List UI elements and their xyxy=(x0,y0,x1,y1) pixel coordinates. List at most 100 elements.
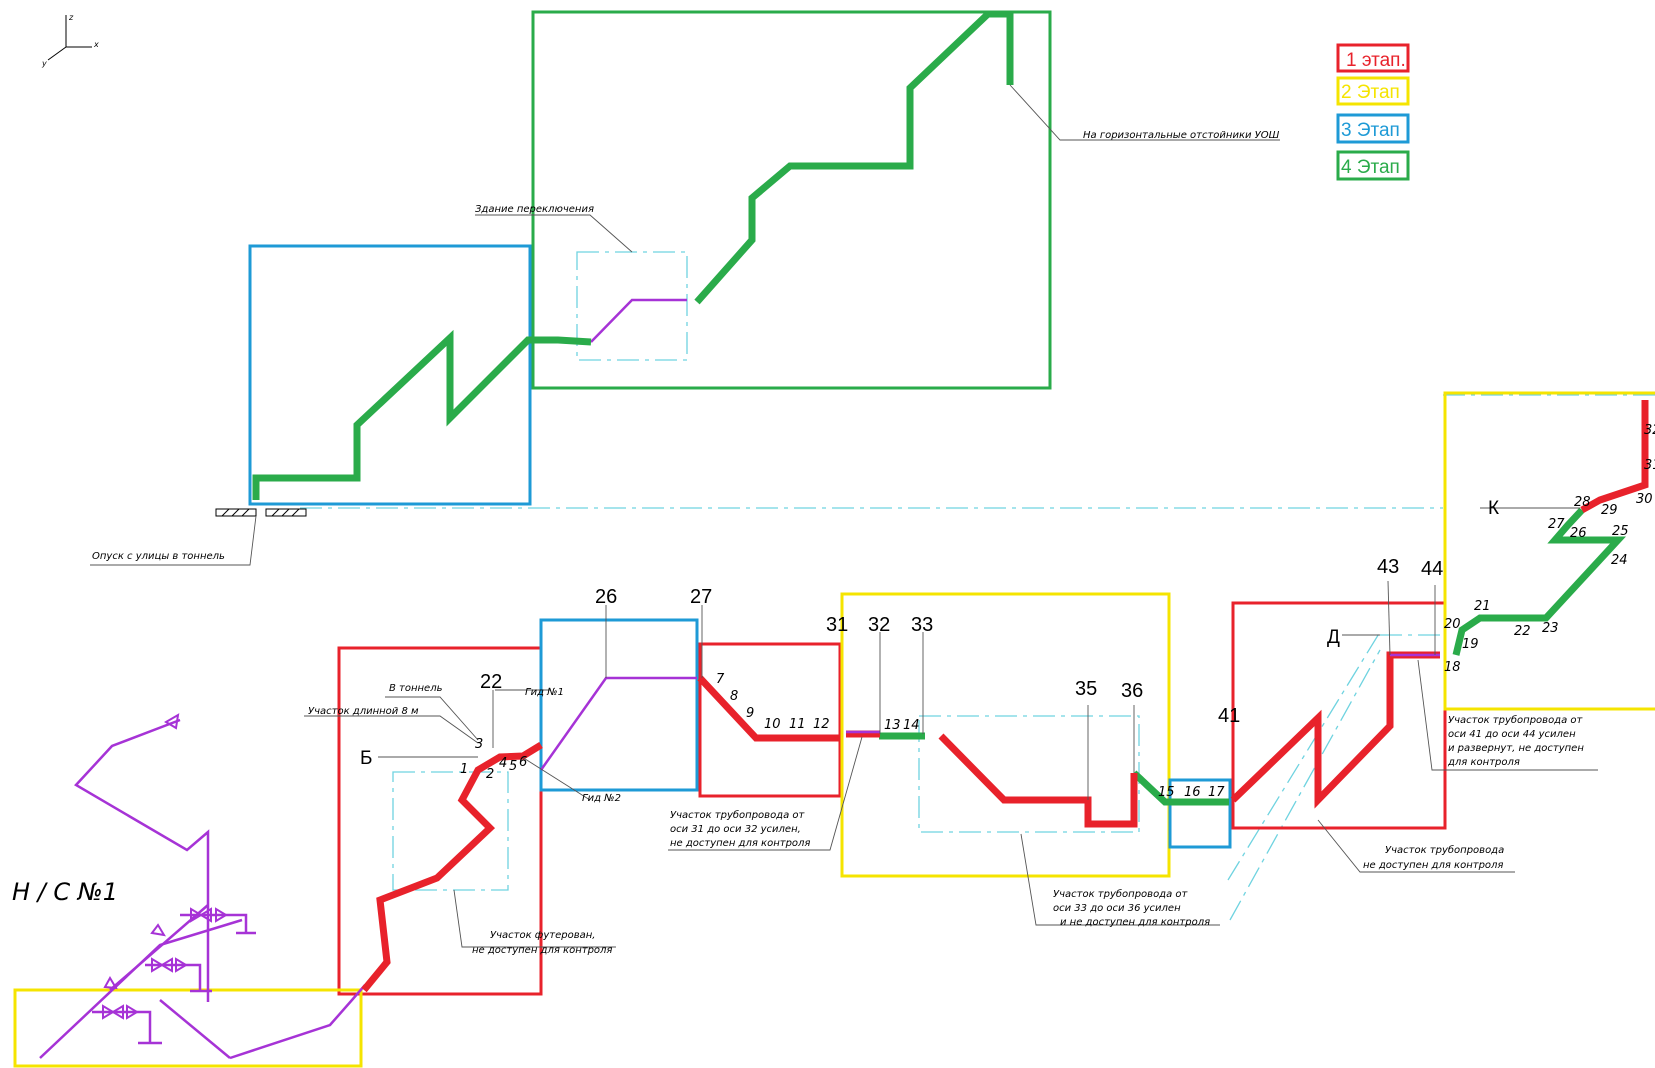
point-num-27: 27 xyxy=(1548,517,1565,532)
point-num-8: 8 xyxy=(730,689,738,704)
frame-blue-15-17 xyxy=(1168,778,1232,849)
point-num-5: 5 xyxy=(509,759,517,774)
frame-red-41-44 xyxy=(1231,601,1447,830)
stage-frames xyxy=(13,10,1655,1068)
point-num-20: 20 xyxy=(1444,617,1461,632)
note-s41-44-4: для контроля xyxy=(1447,757,1520,768)
point-num-10: 10 xyxy=(764,717,781,732)
frame-yellow-bottom xyxy=(13,988,363,1068)
point-num-26: 26 xyxy=(1570,526,1587,541)
point-num-11: 11 xyxy=(789,717,806,732)
note-to-tunnel: В тоннель xyxy=(389,683,443,694)
leader-lines xyxy=(90,84,1598,948)
point-num-30: 30 xyxy=(1636,492,1653,507)
axis-num-36: 36 xyxy=(1121,680,1143,702)
note-s33-36-3: и не доступен для контроля xyxy=(1060,917,1210,928)
legend-label-stage3: 3 Этап xyxy=(1341,120,1400,141)
frame-red-27-31 xyxy=(698,642,842,798)
point-numbers: 1 2 3 4 5 6 7 8 9 10 11 12 13 14 15 16 1… xyxy=(460,423,1655,800)
section-mark-k: К xyxy=(1488,498,1499,519)
switch-building-outline xyxy=(576,251,688,361)
point-num-3: 3 xyxy=(475,737,483,752)
point-num-7: 7 xyxy=(716,672,725,687)
legend-label-stage1: 1 этап. xyxy=(1346,50,1406,71)
point-num-22: 22 xyxy=(1514,624,1531,639)
point-num-23: 23 xyxy=(1542,621,1559,636)
note-s31-32-2: оси 31 до оси 32 усилен, xyxy=(670,824,801,835)
axis-numbers: 22 26 27 31 32 33 35 36 41 43 44 xyxy=(480,556,1443,727)
point-num-14: 14 xyxy=(903,718,920,733)
legend: 1 этап. 2 Этап 3 Этап 4 Этап xyxy=(1336,43,1410,181)
axis-num-27: 27 xyxy=(690,586,712,608)
point-num-31: 31 xyxy=(1644,458,1655,473)
point-num-9: 9 xyxy=(746,706,754,721)
legend-box-stage3 xyxy=(1336,113,1410,144)
legend-label-stage4: 4 Этап xyxy=(1341,157,1400,178)
axis-num-33: 33 xyxy=(911,614,933,636)
legend-box-stage4 xyxy=(1336,150,1410,181)
axis-indicator xyxy=(47,15,92,61)
point-num-21: 21 xyxy=(1474,599,1491,614)
note-s41-44-2: оси 41 до оси 44 усилен xyxy=(1448,729,1576,740)
note-s33-36-1: Участок трубопровода от xyxy=(1053,888,1189,900)
point-num-25: 25 xyxy=(1612,524,1629,539)
point-num-12: 12 xyxy=(813,717,830,732)
note-horizontal-settlers: На горизонтальные отстойники УОШ xyxy=(1083,130,1280,141)
axis-label-z: z xyxy=(68,13,74,22)
axis-num-43: 43 xyxy=(1377,556,1399,578)
axis-num-32: 32 xyxy=(868,614,890,636)
point-num-24: 24 xyxy=(1611,553,1628,568)
axis-label-x: x xyxy=(93,40,99,49)
point-num-28: 28 xyxy=(1574,495,1591,510)
frame-blue-26-27 xyxy=(539,618,699,792)
point-num-17: 17 xyxy=(1208,785,1225,800)
note-lined-2: не доступен для контроля xyxy=(472,945,612,956)
note-s31-32-3: не доступен для контроля xyxy=(670,838,810,849)
axis-num-26: 26 xyxy=(595,586,617,608)
point-num-4: 4 xyxy=(499,756,507,771)
valve-icon xyxy=(102,713,228,1020)
note-s31-32-1: Участок трубопровода от xyxy=(670,809,806,821)
point-num-32: 32 xyxy=(1644,423,1655,438)
legend-box-stage1 xyxy=(1336,43,1410,73)
note-s33-36-2: оси 33 до оси 36 усилен xyxy=(1053,903,1181,914)
frame-green-top xyxy=(531,10,1052,390)
note-s41-44-3: и развернут, не доступен xyxy=(1448,743,1584,754)
note-descent: Опуск с улицы в тоннель xyxy=(92,551,225,562)
green-pipes xyxy=(252,10,1626,806)
note-no-access-2: не доступен для контроля xyxy=(1363,860,1503,871)
axis-label-y: y xyxy=(41,59,47,68)
frame-red-b xyxy=(337,646,543,996)
axis-num-31: 31 xyxy=(826,614,848,636)
axis-num-41: 41 xyxy=(1218,705,1240,727)
axis-num-22: 22 xyxy=(480,671,502,693)
point-num-19: 19 xyxy=(1462,637,1479,652)
note-length-8m: Участок длинной 8 м xyxy=(308,706,419,717)
frame-yellow-31-36 xyxy=(840,592,1171,878)
note-lined-1: Участок футерован, xyxy=(490,930,595,941)
point-num-18: 18 xyxy=(1444,660,1461,675)
point-num-15: 15 xyxy=(1158,785,1175,800)
section-mark-d: Д xyxy=(1327,627,1340,648)
note-switch-building: Здание переключения xyxy=(475,204,594,215)
note-gid2: Гид №2 xyxy=(582,793,621,804)
notes: На горизонтальные отстойники УОШ Здание … xyxy=(92,130,1584,956)
axis-num-35: 35 xyxy=(1075,678,1097,700)
dashed-guides xyxy=(300,251,1655,921)
frame-blue-top xyxy=(248,244,532,506)
point-num-1: 1 xyxy=(460,762,468,777)
point-num-16: 16 xyxy=(1184,785,1201,800)
legend-label-stage2: 2 Этап xyxy=(1341,82,1400,103)
point-num-6: 6 xyxy=(519,755,527,770)
point-num-13: 13 xyxy=(884,718,901,733)
note-s41-44-1: Участок трубопровода от xyxy=(1448,714,1584,726)
section-mark-b: Б xyxy=(360,748,372,769)
frame-yellow-right xyxy=(1443,391,1655,711)
station-title: Н / С №1 xyxy=(12,878,118,906)
note-gid1: Гид №1 xyxy=(525,687,564,698)
support-hatch xyxy=(215,508,307,517)
legend-box-stage2 xyxy=(1336,76,1410,106)
note-no-access-1: Участок трубопровода xyxy=(1385,844,1504,856)
point-num-2: 2 xyxy=(486,767,494,782)
